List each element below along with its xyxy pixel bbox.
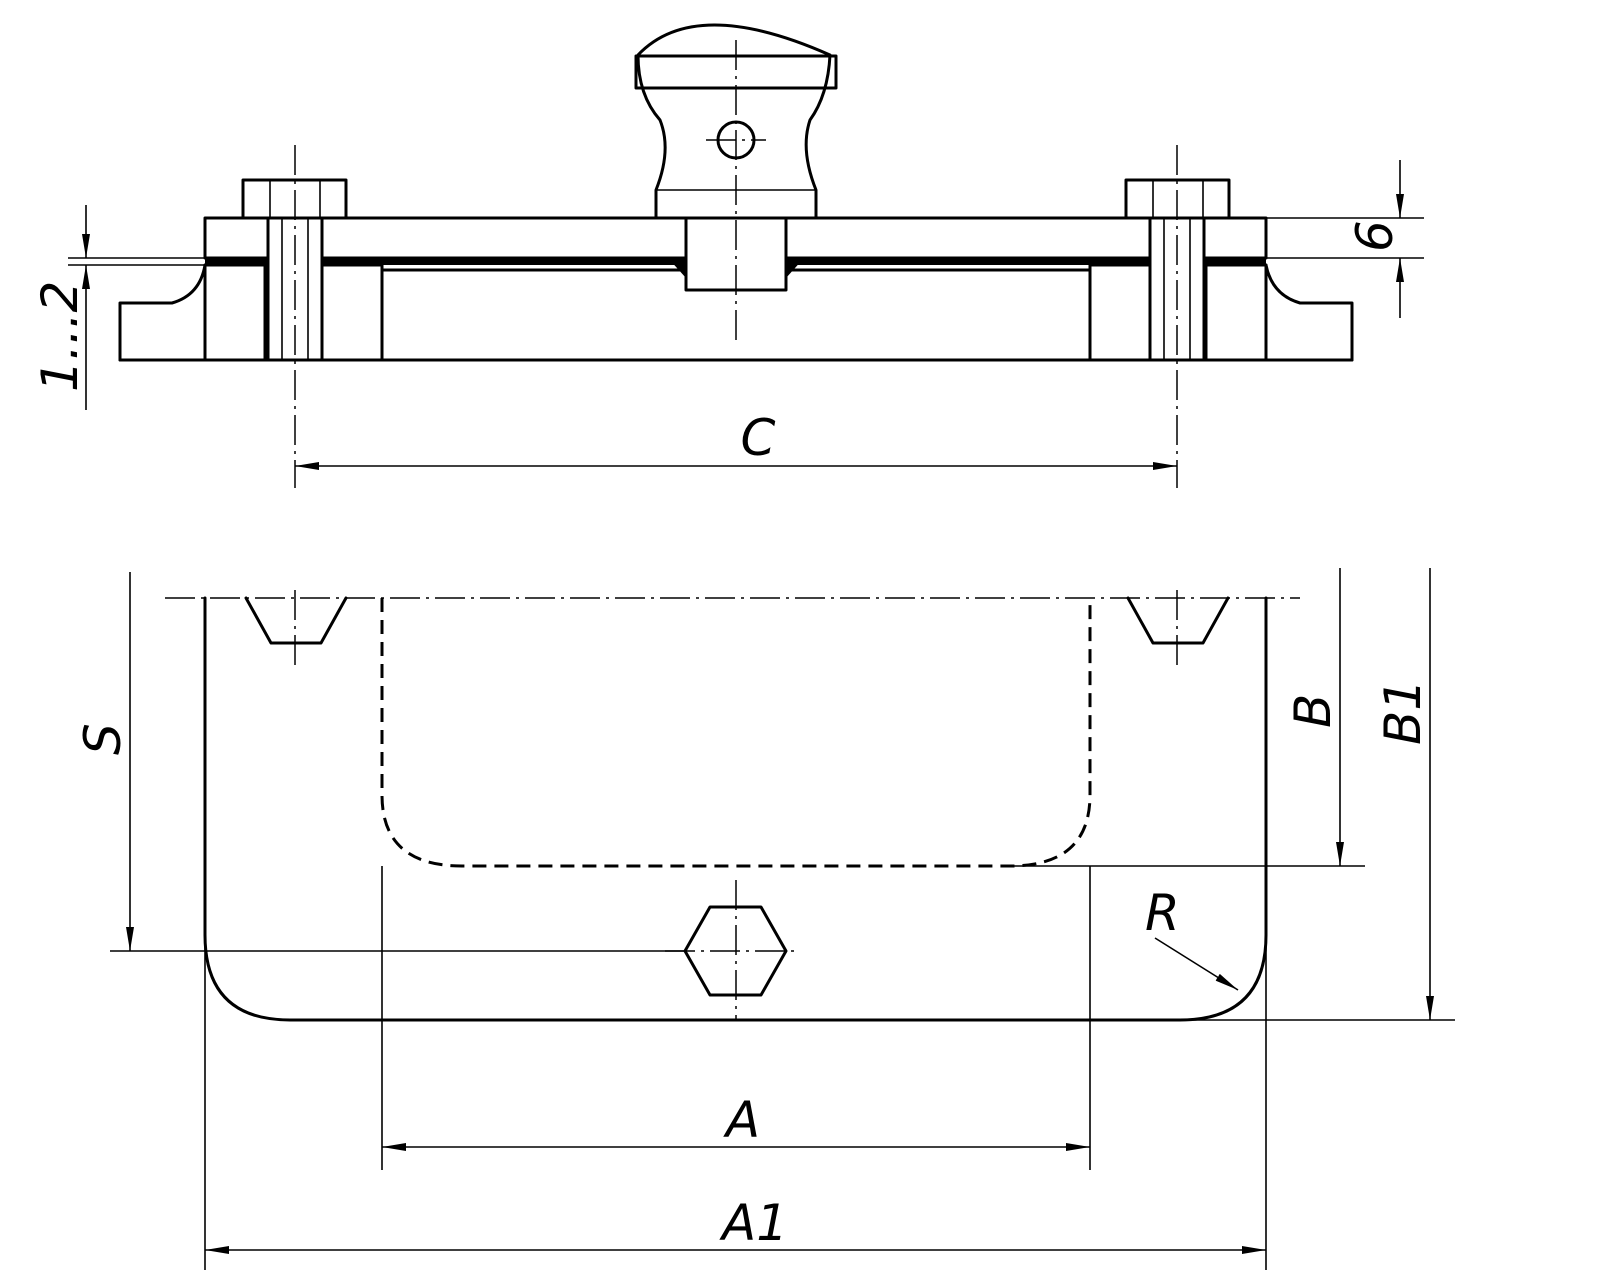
- gasket-gap-label: 1...2: [31, 281, 89, 392]
- inner-width-label: B: [1284, 694, 1342, 728]
- plan-outline: [203, 596, 1268, 1022]
- weld-bead: [668, 258, 804, 278]
- plan-view: S B B1 R A A1: [74, 568, 1455, 1270]
- right-base-block: [1204, 263, 1268, 362]
- outer-width-label: B1: [1374, 679, 1432, 745]
- right-base-block-inner: [1088, 263, 1152, 362]
- bolt-spacing-label: C: [741, 409, 776, 467]
- cover-thickness-label: 6: [1346, 220, 1404, 252]
- left-base-block-inner: [320, 263, 384, 362]
- left-base-block: [203, 263, 267, 362]
- section-view: 1...2 6 C: [31, 23, 1424, 488]
- right-bolt-hex: [1126, 596, 1230, 645]
- left-bolt-hex: [244, 596, 348, 645]
- outer-length-label: A1: [719, 1194, 788, 1252]
- inner-length-label: A: [723, 1091, 760, 1149]
- hidden-opening: [380, 598, 1092, 868]
- left-base-flange: [118, 263, 207, 362]
- depth-label: S: [74, 723, 132, 755]
- central-hex-nut: [683, 905, 788, 997]
- corner-radius-label: R: [1145, 884, 1180, 942]
- right-base-flange: [1264, 263, 1354, 362]
